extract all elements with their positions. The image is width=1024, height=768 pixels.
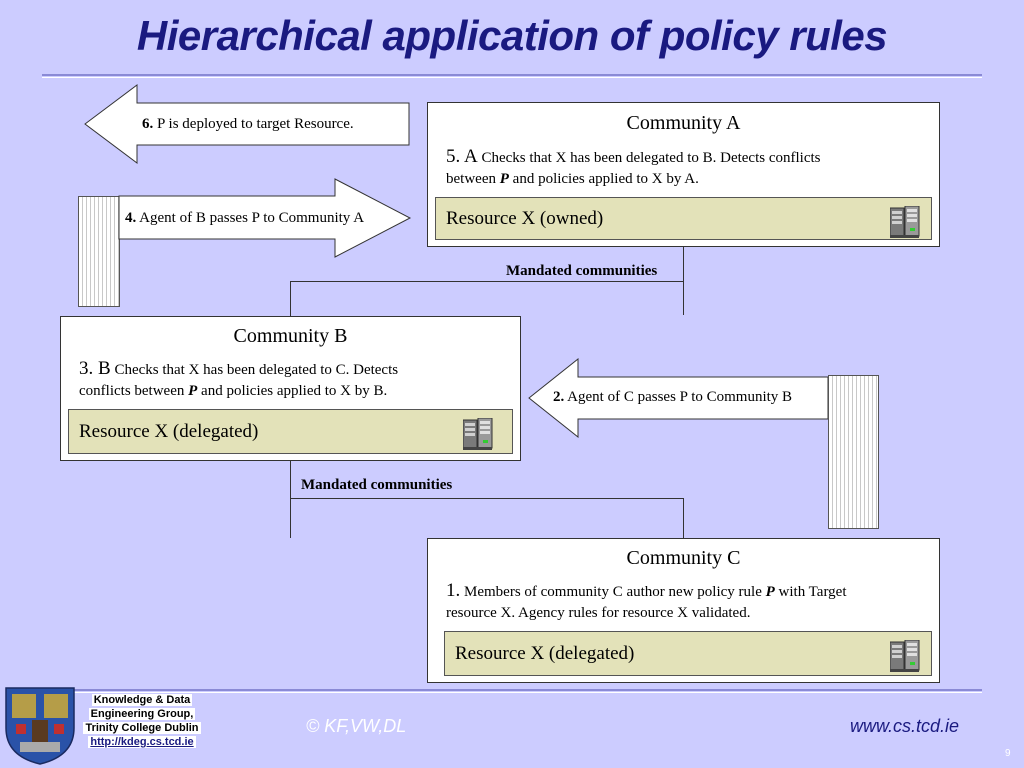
footer-divider-highlight (42, 692, 982, 693)
link-bc-vertical-c (683, 498, 684, 538)
link-ab-horizontal (290, 281, 684, 282)
community-a-resource-label: Resource X (owned) (446, 208, 604, 229)
community-a-title: Community A (626, 112, 741, 134)
community-b-resource[interactable]: Resource X (delegated) (68, 409, 513, 454)
community-c-resource[interactable]: Resource X (delegated) (444, 631, 932, 676)
step6-arrow (84, 84, 410, 164)
step4-label: 4. Agent of B passes P to Community A (125, 210, 365, 226)
link-bc-horizontal (290, 498, 684, 499)
community-c-description: 1. Members of community C author new pol… (446, 580, 847, 621)
community-a-resource[interactable]: Resource X (owned) (435, 197, 932, 240)
copyright: © KF,VW,DL (306, 716, 407, 736)
step2-arrow-stem (828, 375, 879, 529)
title-divider (42, 74, 982, 76)
community-a-description: 5. A Checks that X has been delegated to… (446, 146, 821, 187)
trinity-crest-icon (5, 687, 75, 765)
community-b-resource-label: Resource X (delegated) (79, 421, 259, 442)
server-icon (890, 206, 920, 238)
community-b-title: Community B (233, 325, 348, 347)
community-a: Community A 5. A Checks that X has been … (427, 102, 940, 247)
title-divider-highlight (42, 77, 982, 78)
step4-arrow-stem (78, 196, 120, 307)
community-c-resource-label: Resource X (delegated) (455, 643, 635, 664)
group-url-link[interactable]: http://kdeg.cs.tcd.ie (88, 736, 196, 748)
link-ab-vertical-b (290, 281, 291, 316)
link-bc-vertical-b (290, 461, 291, 538)
link-ab-label: Mandated communities (506, 263, 658, 279)
server-icon (890, 640, 920, 672)
step4-arrow (118, 178, 412, 258)
community-b-description: 3. B Checks that X has been delegated to… (79, 358, 399, 399)
link-bc-label: Mandated communities (301, 477, 453, 493)
group-name: Knowledge & Data Engineering Group, Trin… (83, 694, 201, 748)
server-icon (463, 418, 493, 450)
footer-divider (42, 689, 982, 691)
community-b: Community B 3. B Checks that X has been … (60, 316, 521, 461)
community-c-title: Community C (626, 547, 741, 569)
community-c: Community C 1. Members of community C au… (427, 538, 940, 683)
step2-label: 2. Agent of C passes P to Community B (553, 389, 793, 405)
step6-label: 6. P is deployed to target Resource. (142, 116, 354, 132)
website-link[interactable]: www.cs.tcd.ie (850, 716, 960, 736)
page-number: 9 (1005, 748, 1011, 759)
slide-title: Hierarchical application of policy rules (136, 12, 888, 59)
